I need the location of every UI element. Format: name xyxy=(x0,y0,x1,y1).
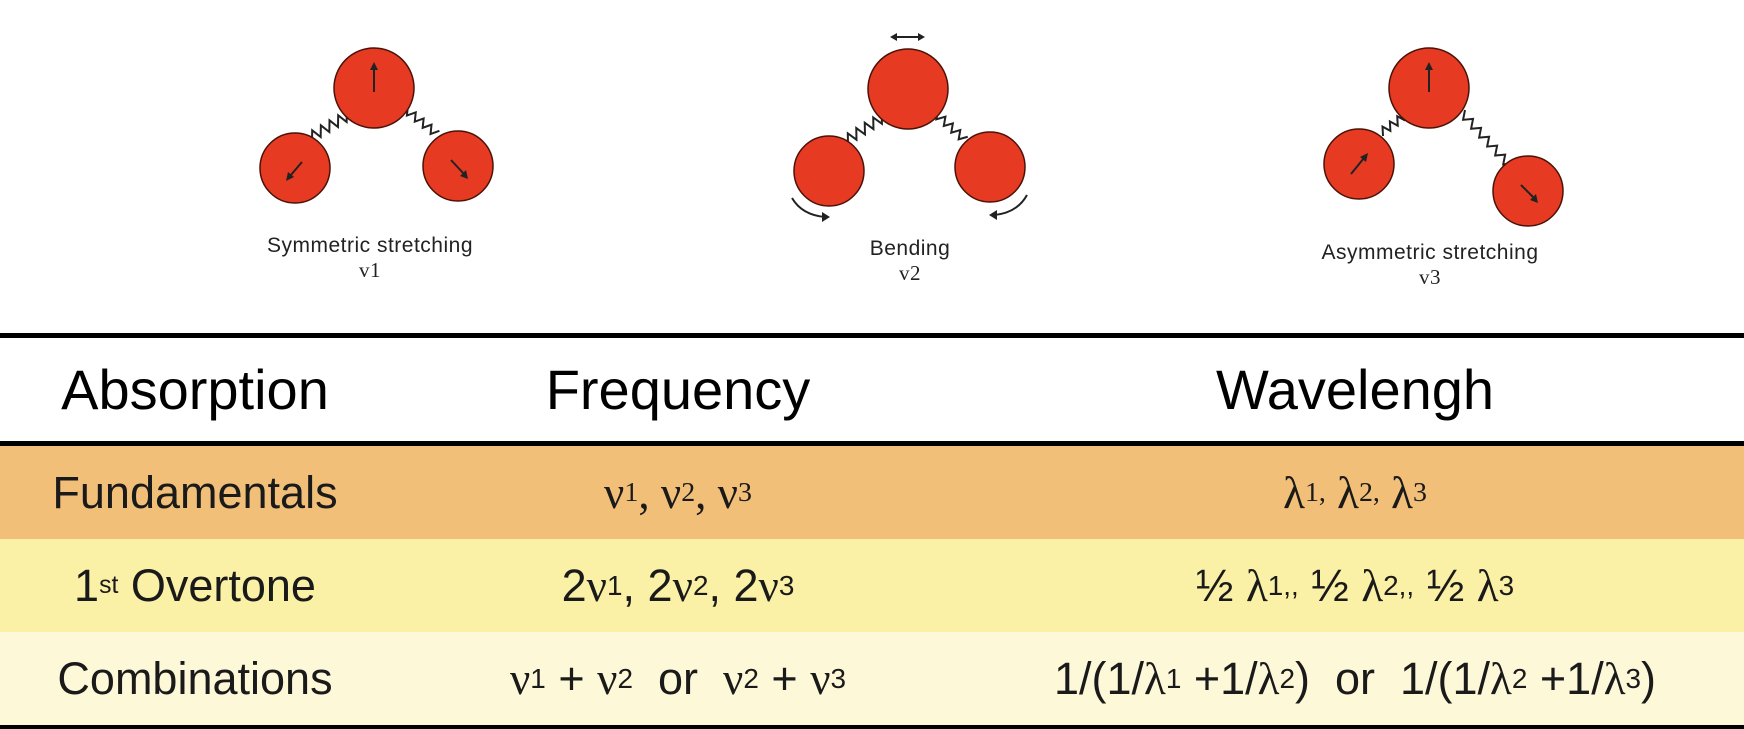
row-label: Combinations xyxy=(57,652,333,704)
bending-diagram xyxy=(780,25,1040,225)
asymmetric-stretching-diagram xyxy=(1315,40,1575,240)
atom-left xyxy=(259,132,331,204)
symmetric-stretching-caption: Symmetric stretching v1 xyxy=(220,233,520,283)
atom-left xyxy=(793,135,865,207)
table-header-row: Absorption Frequency Wavelengh xyxy=(0,338,1744,441)
header-absorption: Absorption xyxy=(61,358,329,421)
mode-symbol: v2 xyxy=(899,261,921,285)
mode-name: Bending xyxy=(869,237,951,260)
curved-arrow-right-icon xyxy=(993,194,1028,216)
header-frequency: Frequency xyxy=(545,358,811,421)
spring-right xyxy=(935,109,969,141)
mode-symbol: v1 xyxy=(359,258,381,282)
header-wavelength: Wavelengh xyxy=(1215,358,1495,421)
spring-left xyxy=(1381,114,1406,137)
spring-right xyxy=(1461,109,1514,166)
mode-name: Asymmetric stretching xyxy=(1321,241,1539,264)
curved-arrow-left-icon xyxy=(791,197,826,218)
arrow-down-right-icon xyxy=(450,159,465,175)
arrow-down-left-icon xyxy=(289,161,303,177)
atom-right xyxy=(954,131,1026,203)
mode-name: Symmetric stretching xyxy=(266,234,474,257)
bottom-border xyxy=(0,725,1744,729)
top-divider xyxy=(0,333,1744,338)
atom-right xyxy=(422,130,494,202)
asymmetric-stretching-caption: Asymmetric stretching v3 xyxy=(1280,240,1580,290)
symmetric-stretching-diagram xyxy=(250,40,500,210)
vibration-modes-panel: Symmetric stretching v1 Bending v2 xyxy=(0,0,1744,333)
arrow-up-right-icon xyxy=(1350,157,1365,175)
absorption-table: Absorption Frequency Wavelengh Fundament… xyxy=(0,338,1744,729)
header-divider xyxy=(0,441,1744,446)
mode-symbol: v3 xyxy=(1419,265,1441,289)
atom-center xyxy=(867,48,949,130)
row-label: Fundamentals xyxy=(52,466,338,518)
arrow-down-right-icon xyxy=(1520,184,1535,199)
bending-caption: Bending v2 xyxy=(760,236,1060,286)
